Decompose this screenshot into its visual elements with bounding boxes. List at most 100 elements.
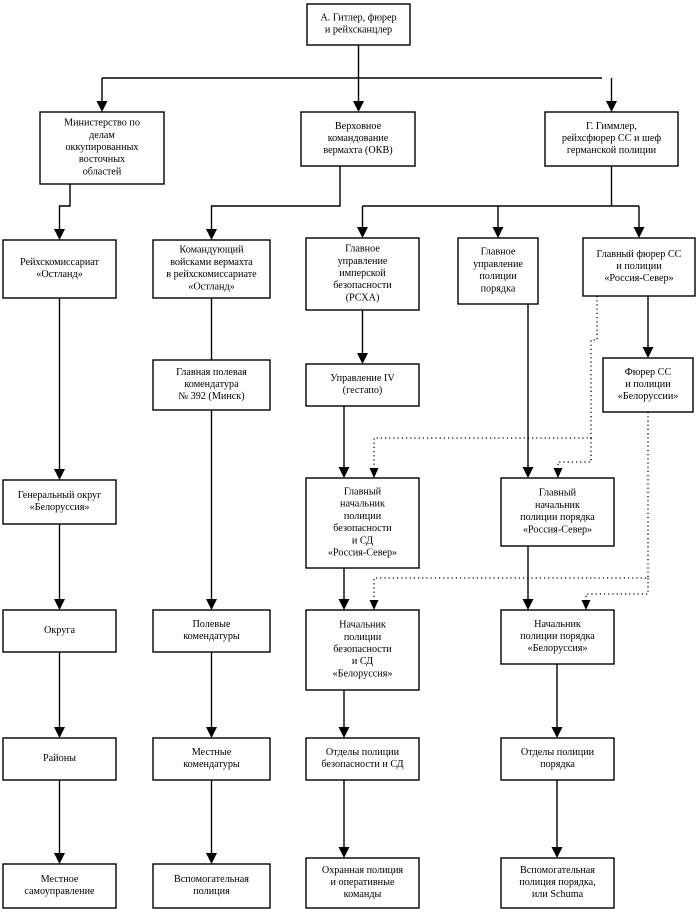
arrowhead-otdely-sipo [338,727,350,738]
node-box-bdso_north[interactable] [305,477,420,569]
node-label-line: порядка [481,284,516,295]
node-label-line: комендатуры [183,759,240,770]
edge-hitler-bus [101,45,613,104]
node-box-gen_okrug[interactable] [2,479,117,525]
edge-dotted-hsspfnorth-bdonorth [373,296,598,470]
node-box-kdo_bel[interactable] [500,609,615,665]
node-box-hsspf_north[interactable] [582,237,696,297]
node-box-himmler[interactable] [544,111,679,167]
node-box-orpo_main[interactable] [457,237,539,305]
node-label-line: полиция [193,886,230,897]
node-box-kds_bel[interactable] [305,609,420,691]
node-box-amt_iv[interactable] [305,363,420,407]
edge-dotted-hsspfnorth-bdo [557,438,592,470]
node-rk_ostland[interactable]: Рейхскомиссариат«Остланд» [2,239,117,299]
node-box-vsp_policiya[interactable] [152,863,271,909]
node-box-sspf_bel[interactable] [602,357,694,413]
node-label-line: Вспомогательная [520,865,595,876]
node-label-line: Округа [44,625,76,636]
node-box-rsha[interactable] [305,237,420,311]
node-box-hitler[interactable] [306,3,411,46]
node-label-line: Главный [539,488,577,499]
edge-dotted-sspfbel-kdobel [585,578,649,602]
node-gen_okrug[interactable]: Генеральный округ«Белоруссия» [2,479,117,525]
node-box-okruga[interactable] [2,609,117,653]
node-box-bdo_north[interactable] [500,477,615,547]
node-label-line: Главное [345,244,380,255]
node-amt_iv[interactable]: Управление IV(гестапо) [305,363,420,407]
node-box-rayony[interactable] [2,737,117,781]
edge-okw-wehrmachtcmd [210,166,341,232]
node-box-otdely_orpo[interactable] [500,737,615,781]
node-label-line: (гестапо) [343,385,383,396]
node-label-line: Главный [344,487,382,498]
node-label-line: «Остланд» [36,269,83,280]
arrowhead-okruga [54,599,65,610]
node-box-ohrannaya[interactable] [305,857,420,909]
node-label-line: Генеральный округ [18,490,102,501]
node-label-line: порядка [540,759,575,770]
node-box-schuma[interactable] [500,857,615,909]
node-box-feldkomendatura[interactable] [152,359,271,411]
node-label-line: Рейхскомиссариат [20,257,100,268]
node-rayony[interactable]: Районы [2,737,117,781]
node-box-samoupravlenie[interactable] [2,863,117,909]
node-label-line: № 392 (Минск) [178,392,244,403]
node-box-ostministerium[interactable] [39,111,165,185]
arrowhead-bdso-north [338,467,350,478]
node-okruga[interactable]: Округа [2,609,117,653]
node-box-rk_ostland[interactable] [2,239,117,299]
node-label-line: Местные [192,747,232,758]
node-label-line: «Россия-Север» [523,525,592,536]
arrowhead-dotted-kdo-bel [581,600,591,610]
node-label-line: начальник [535,500,580,511]
arrowhead-orpo-main [492,227,504,238]
node-label-line: германской полиции [567,146,657,157]
node-label-line: полиция порядка, [519,877,595,888]
node-box-mestnye_kom[interactable] [152,737,271,781]
edge-layer-dotted [369,296,649,610]
node-label-line: команды [344,890,382,901]
node-label-line: Местное [41,874,79,885]
arrowhead-hsspf-north [633,227,645,238]
node-label-amt_iv: Управление IV(гестапо) [330,373,395,396]
node-label-line: оккупированных [65,142,138,153]
node-box-wehrmacht_cmd[interactable] [152,239,271,299]
node-box-otdely_sipo[interactable] [305,737,420,781]
node-box-okw[interactable] [300,111,416,167]
arrowhead-rk-ostland [54,229,65,240]
arrowhead-ohrannaya [338,847,350,858]
node-label-line: начальник [340,499,385,510]
node-box-feldkom[interactable] [152,609,271,653]
arrowhead-himmler [606,101,617,112]
